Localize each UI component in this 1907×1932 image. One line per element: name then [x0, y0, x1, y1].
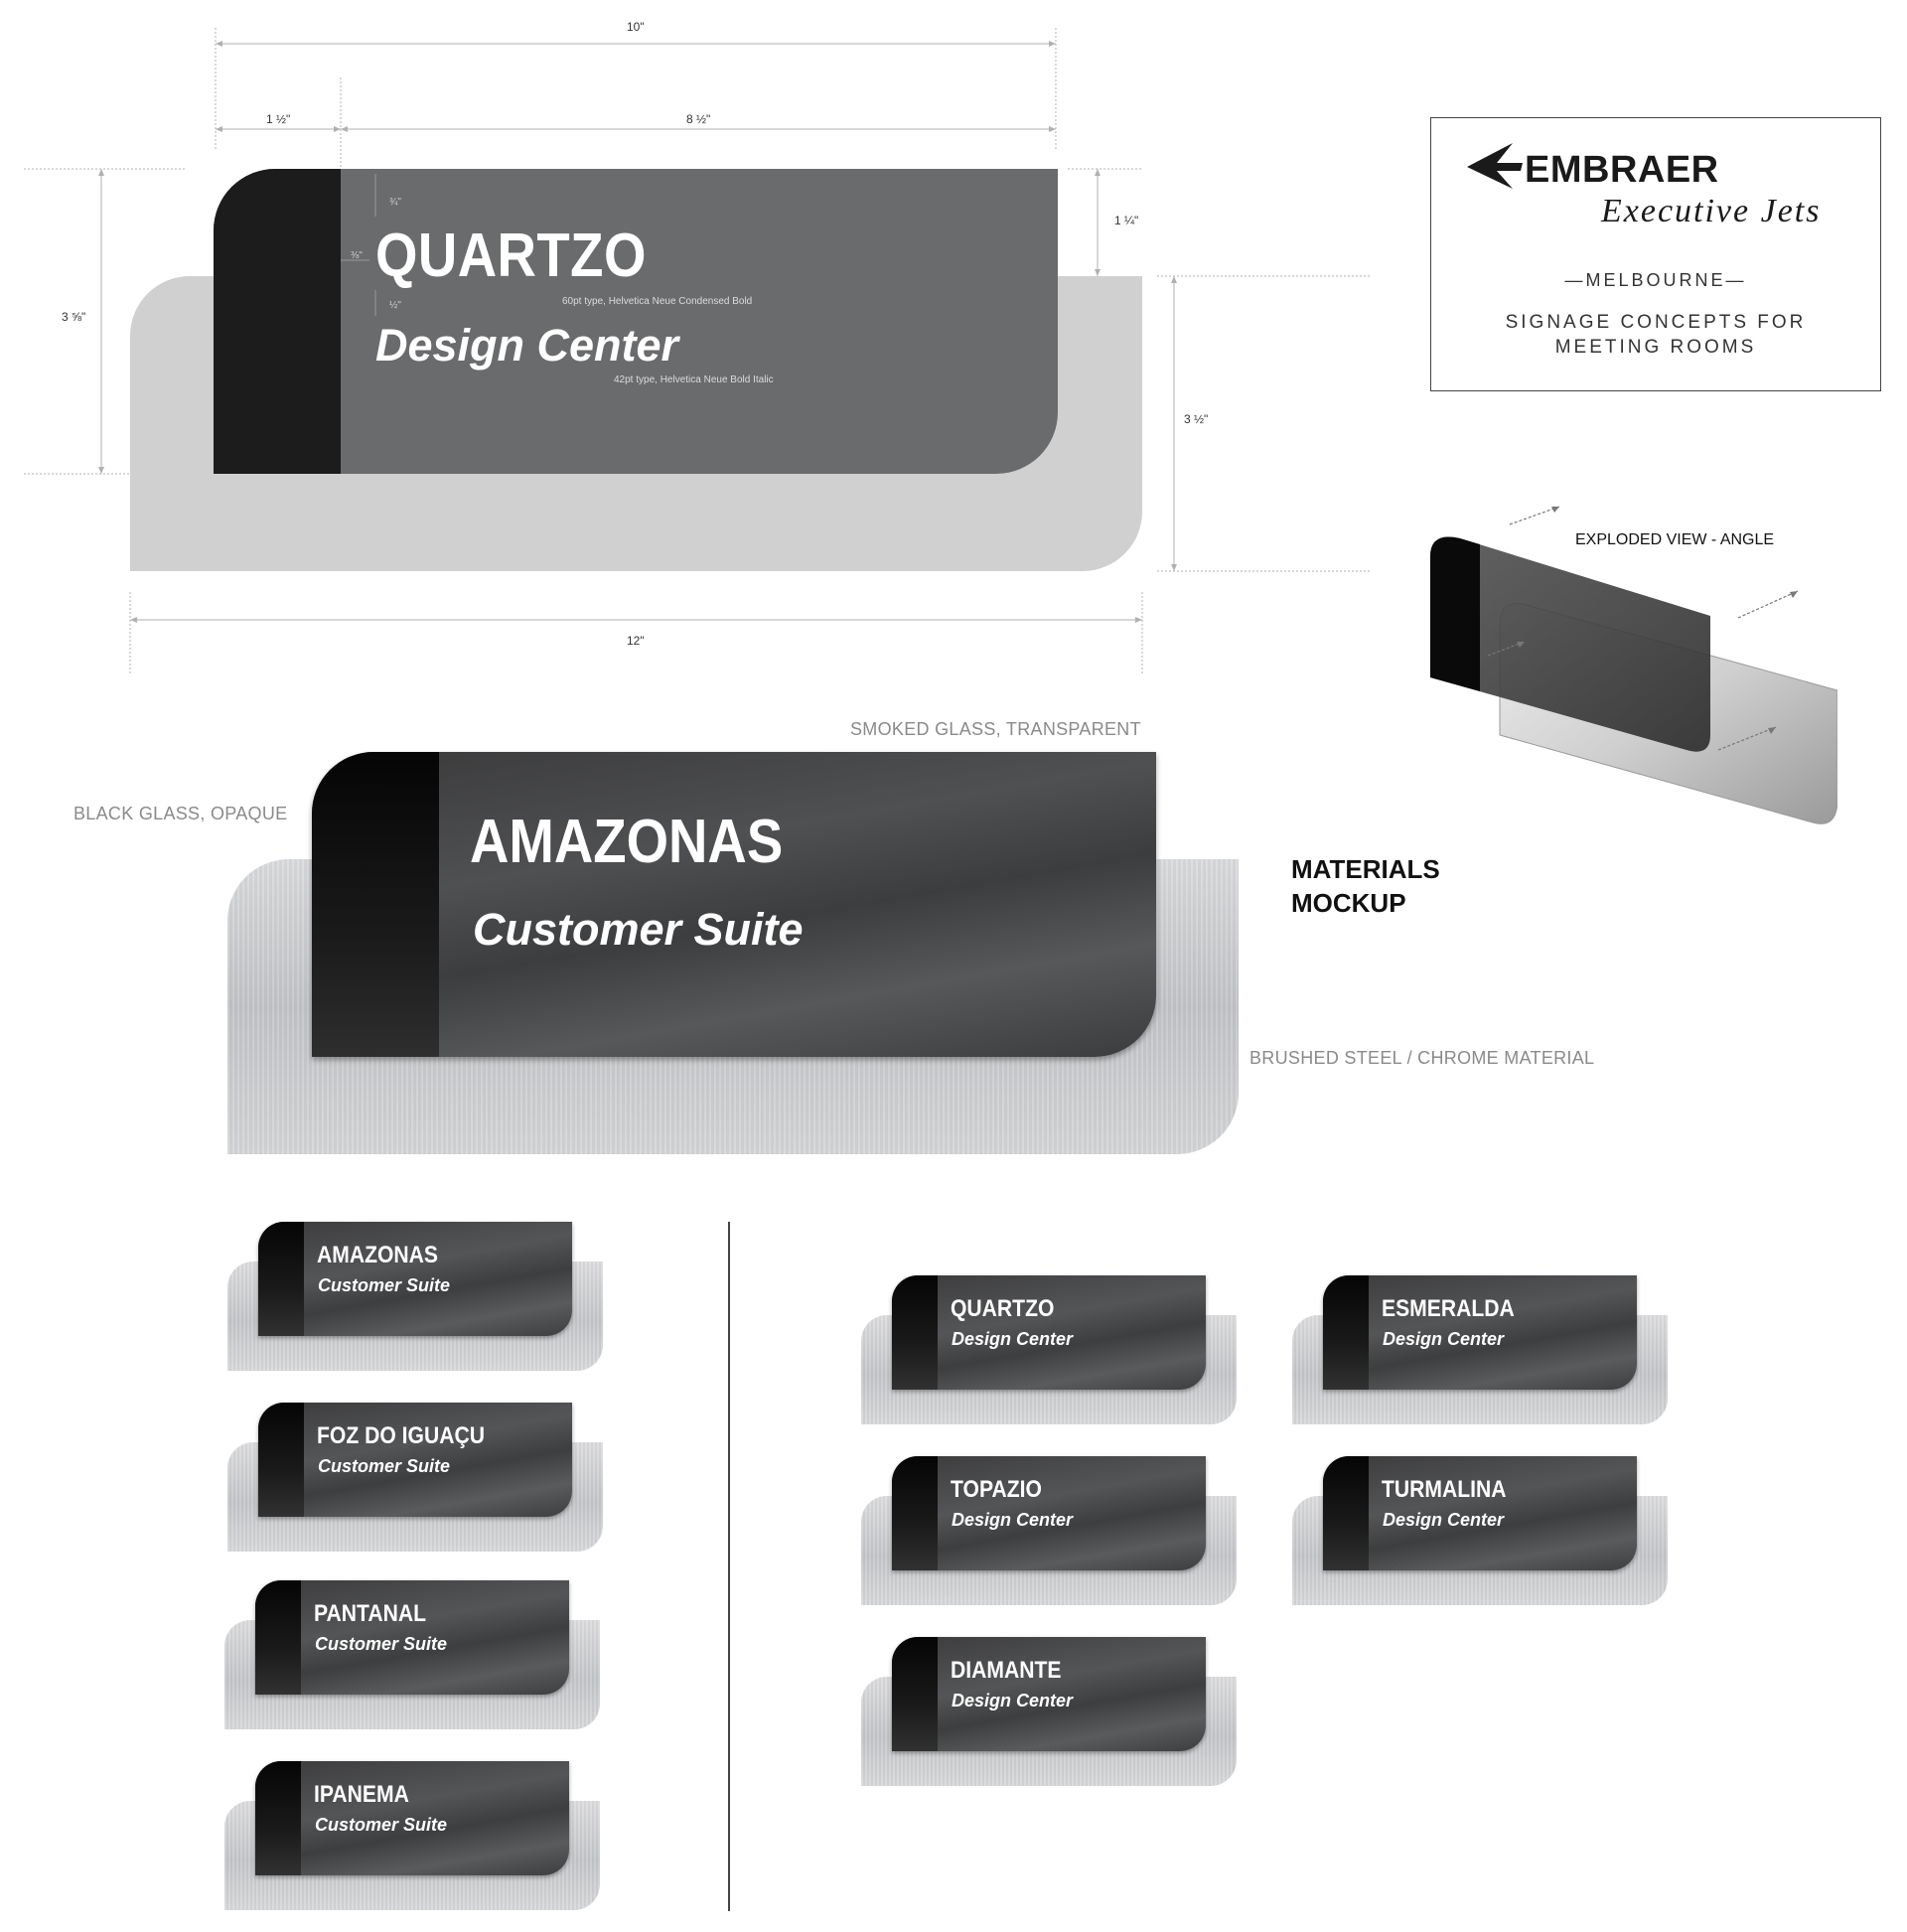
sign-glass-face: [892, 1275, 1206, 1390]
sign-room-type: Design Center: [1383, 1329, 1505, 1349]
sign-room-name: QUARTZO: [951, 1295, 1055, 1322]
concept-line-1: SIGNAGE CONCEPTS FOR: [1505, 312, 1807, 333]
sign-customer-suite: PANTANAL Customer Suite: [224, 1580, 602, 1731]
sign-glass-face: [255, 1580, 569, 1695]
dim-text-area-width: 8 ½": [686, 112, 711, 126]
sign-room-type: Customer Suite: [318, 1456, 451, 1476]
mockup-black-band: [312, 752, 439, 1057]
sign-design-center: TURMALINA Design Center: [1292, 1456, 1670, 1607]
sign-black-band: [892, 1637, 938, 1751]
spec-inner-dimension-lines: [341, 174, 376, 316]
sign-room-name: PANTANAL: [314, 1600, 427, 1627]
sign-room-name: FOZ DO IGUAÇU: [317, 1422, 485, 1449]
location-label: —MELBOURNE—: [1564, 270, 1747, 290]
sign-glass-face: [892, 1456, 1206, 1570]
mockup-subtitle: Customer Suite: [473, 904, 804, 955]
sign-glass-face: [258, 1222, 572, 1336]
dim-backing-width: 12": [627, 634, 645, 648]
exploded-view-label: EXPLODED VIEW - ANGLE: [1575, 531, 1775, 548]
black-glass-label: BLACK GLASS, OPAQUE: [73, 804, 288, 823]
sign-customer-suite: IPANEMA Customer Suite: [224, 1761, 602, 1912]
sign-room-type: Customer Suite: [315, 1634, 448, 1654]
concept-description: SIGNAGE CONCEPTS FOR MEETING ROOMS: [1430, 310, 1881, 360]
spec-subtitle-note: 42pt type, Helvetica Neue Bold Italic: [614, 374, 774, 385]
spec-black-band: [214, 169, 341, 474]
sign-black-band: [258, 1403, 304, 1517]
sign-room-name: TURMALINA: [1382, 1476, 1507, 1503]
sign-customer-suite: AMAZONAS Customer Suite: [227, 1222, 605, 1373]
dim-line-gap: ½": [389, 300, 401, 311]
sign-black-band: [258, 1222, 304, 1336]
sign-design-center: TOPAZIO Design Center: [861, 1456, 1239, 1607]
sign-black-band: [892, 1456, 938, 1570]
dim-offset-top: 1 ¼": [1114, 214, 1139, 227]
sign-room-name: DIAMANTE: [951, 1657, 1062, 1684]
sign-room-name: IPANEMA: [314, 1781, 409, 1808]
dim-left-margin: ⅜": [351, 250, 363, 261]
dim-face-height: 3 ⅝": [62, 310, 86, 324]
sign-room-type: Design Center: [952, 1510, 1074, 1530]
sign-room-type: Design Center: [1383, 1510, 1505, 1530]
brand-tagline: Executive Jets: [1601, 193, 1822, 229]
sign-customer-suite: FOZ DO IGUAÇU Customer Suite: [227, 1403, 605, 1554]
spec-sign-face: [214, 169, 1058, 474]
smoked-glass-label: SMOKED GLASS, TRANSPARENT: [850, 719, 1141, 739]
sign-glass-face: [255, 1761, 569, 1875]
dim-band-width: 1 ½": [266, 112, 291, 126]
sign-room-name: TOPAZIO: [951, 1476, 1042, 1503]
sign-design-center: QUARTZO Design Center: [861, 1275, 1239, 1426]
sign-room-name: ESMERALDA: [1382, 1295, 1515, 1322]
sign-room-type: Design Center: [952, 1329, 1074, 1349]
dim-backing-height: 3 ½": [1184, 412, 1209, 426]
mockup-title: AMAZONAS: [470, 808, 784, 876]
sign-black-band: [1323, 1456, 1369, 1570]
concept-line-2: MEETING ROOMS: [1554, 337, 1757, 358]
sign-glass-face: [1323, 1275, 1637, 1390]
spec-title: QUARTZO: [375, 222, 647, 290]
brushed-steel-label: BRUSHED STEEL / CHROME MATERIAL: [1249, 1048, 1595, 1068]
section-divider: [728, 1222, 730, 1911]
brand-name: EMBRAER: [1525, 149, 1719, 191]
sign-glass-face: [1323, 1456, 1637, 1570]
sign-black-band: [1323, 1275, 1369, 1390]
sign-room-type: Design Center: [952, 1691, 1074, 1710]
sign-design-center: DIAMANTE Design Center: [861, 1637, 1239, 1788]
spec-title-note: 60pt type, Helvetica Neue Condensed Bold: [562, 296, 753, 307]
sign-room-type: Customer Suite: [315, 1815, 448, 1835]
sign-black-band: [255, 1580, 301, 1695]
sign-design-center: ESMERALDA Design Center: [1292, 1275, 1670, 1426]
spec-subtitle: Design Center: [375, 320, 679, 371]
sign-glass-face: [892, 1637, 1206, 1751]
embraer-logo-icon: [1467, 143, 1523, 189]
mockup-glass-face: [312, 752, 1156, 1057]
exploded-view-illustration: [1430, 506, 1837, 824]
sign-room-type: Customer Suite: [318, 1275, 451, 1295]
sign-black-band: [892, 1275, 938, 1390]
dim-overall-width: 10": [627, 20, 645, 34]
sign-glass-face: [258, 1403, 572, 1517]
dim-top-margin: ¾": [389, 197, 401, 208]
materials-mockup-heading: MATERIALS MOCKUP: [1291, 854, 1440, 918]
sign-room-name: AMAZONAS: [317, 1242, 439, 1268]
sign-black-band: [255, 1761, 301, 1875]
